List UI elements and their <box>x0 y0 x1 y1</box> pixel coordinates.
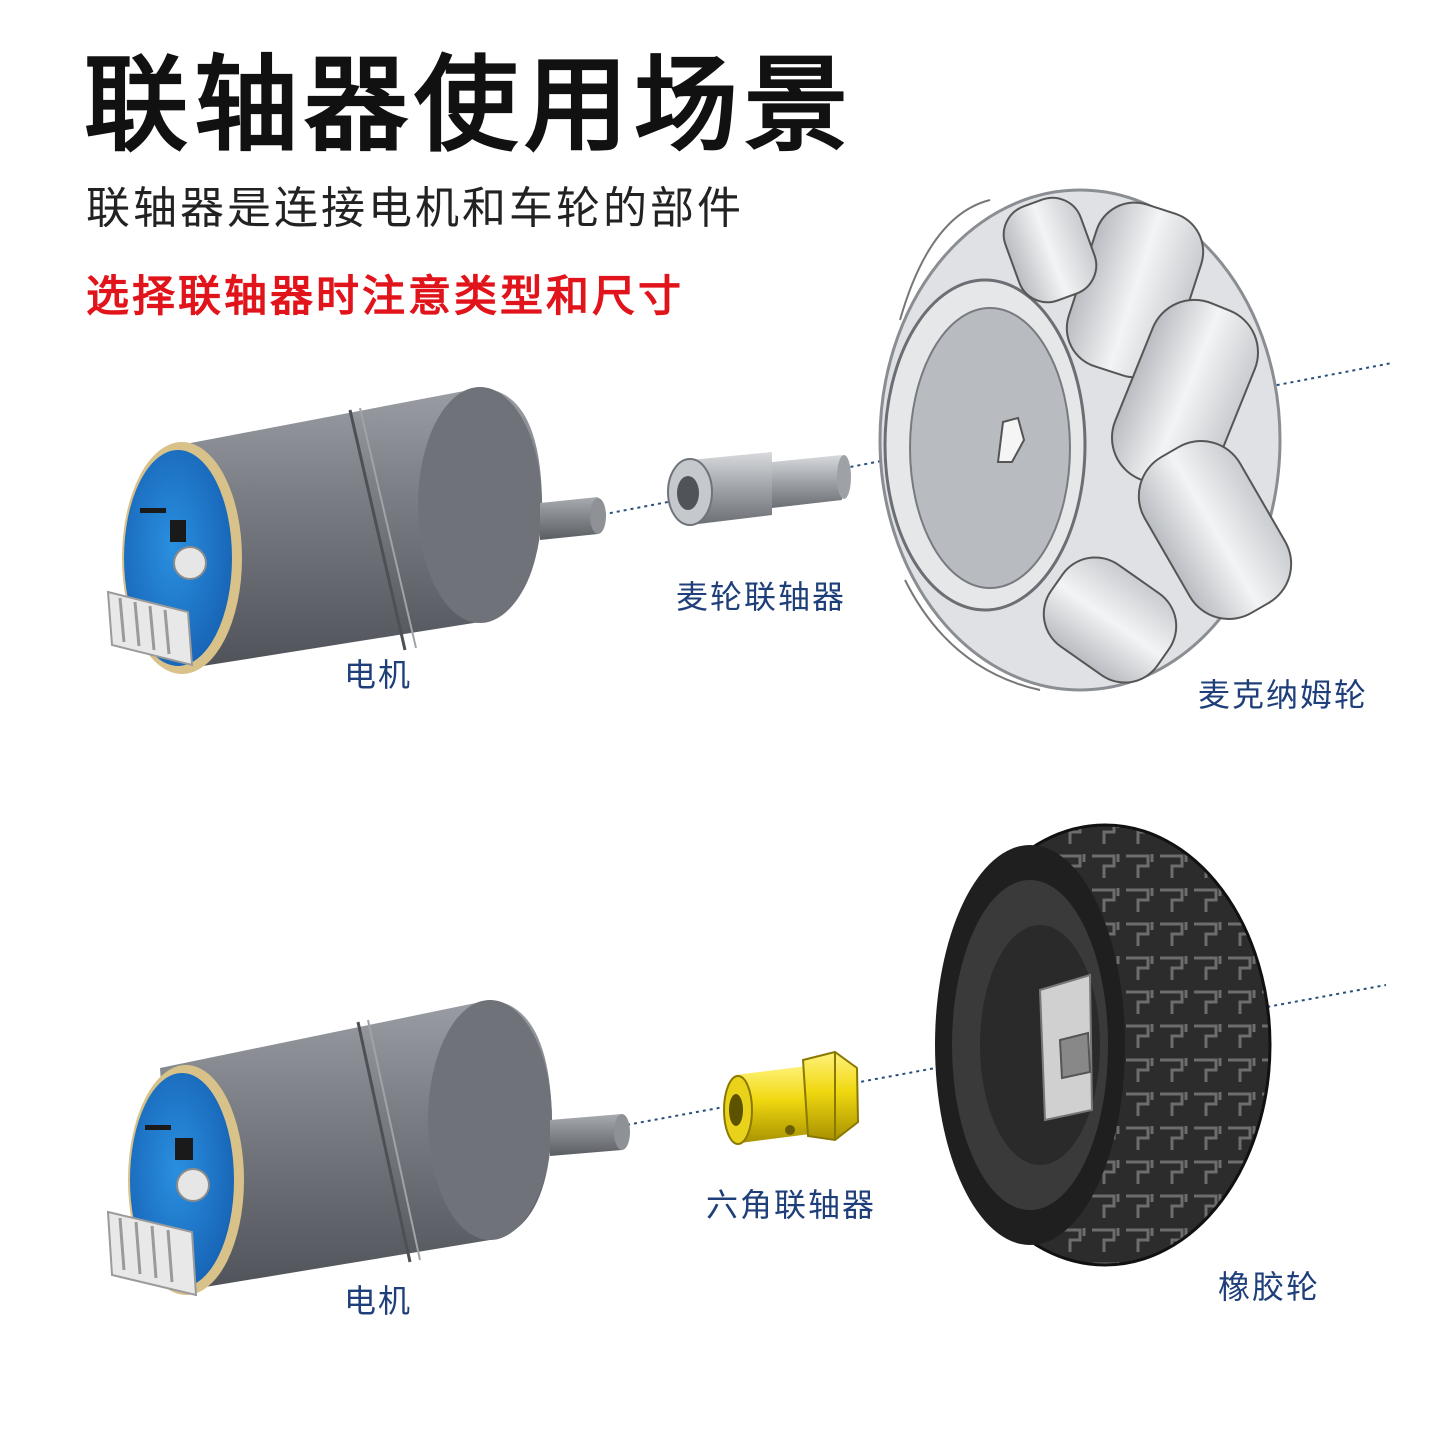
page-subtitle: 联轴器是连接电机和车轮的部件 <box>86 183 744 234</box>
dc-motor <box>106 387 606 674</box>
motor-shaft <box>540 497 598 540</box>
selection-note: 选择联轴器时注意类型和尺寸 <box>86 272 684 322</box>
scene-rubber <box>106 823 1387 1297</box>
mecanum-wheel-label: 麦克纳姆轮 <box>1198 676 1369 714</box>
dc-motor <box>106 1000 630 1297</box>
roller <box>1042 556 1178 684</box>
rubber-wheel-label: 橡胶轮 <box>1218 1268 1321 1306</box>
motor-label: 电机 <box>344 1282 413 1320</box>
scene-mecanum <box>106 188 1393 692</box>
motor-shaft <box>550 1114 622 1156</box>
rubber-wheel <box>935 823 1272 1267</box>
connector <box>106 590 194 667</box>
mecanum-coupler <box>667 452 851 526</box>
page-title: 联轴器使用场景 <box>84 44 855 166</box>
motor-label: 电机 <box>344 656 413 694</box>
mecanum-coupler-label: 麦轮联轴器 <box>676 578 847 616</box>
mecanum-wheel <box>878 188 1293 692</box>
connector <box>106 1210 198 1297</box>
roller <box>1002 196 1098 304</box>
hex-coupler <box>723 1050 860 1145</box>
roller <box>1137 440 1293 620</box>
hex-coupler-label: 六角联轴器 <box>706 1186 877 1224</box>
